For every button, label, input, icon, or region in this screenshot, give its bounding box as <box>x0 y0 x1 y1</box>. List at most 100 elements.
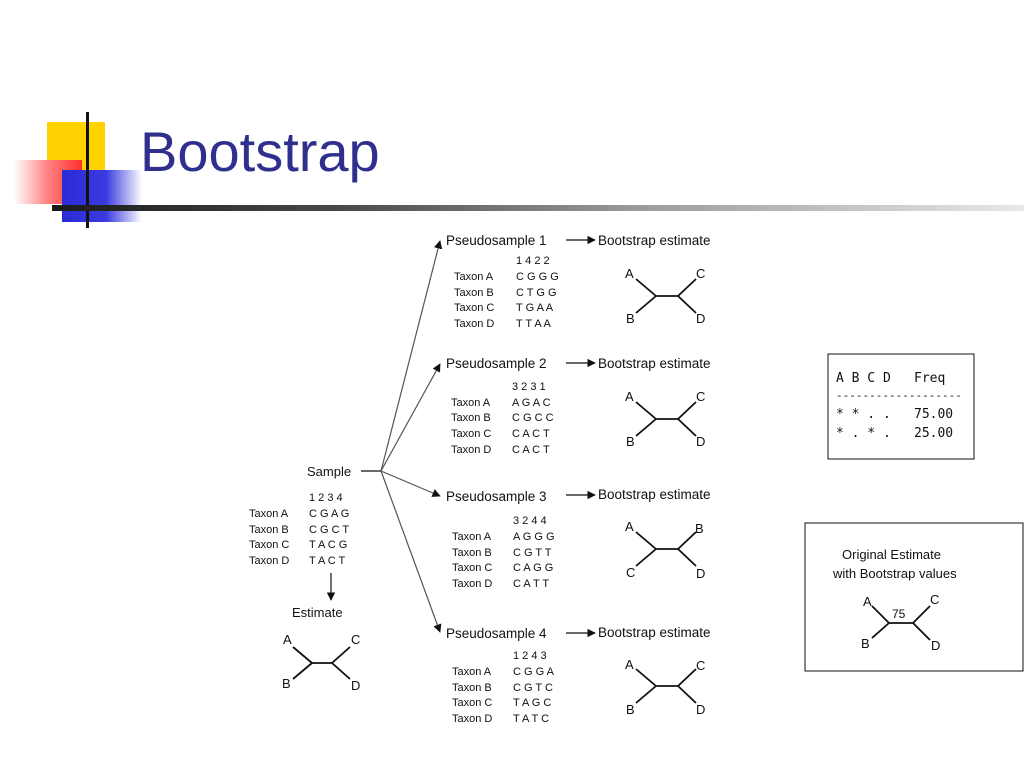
sequence: T G A A <box>516 302 554 314</box>
tree-label-tr: C <box>696 658 705 673</box>
estimate-label: Estimate <box>292 605 343 620</box>
bootstrap-tree <box>635 531 697 567</box>
decor-blue-square <box>62 170 142 222</box>
arrow-to-pseudosample-4 <box>380 470 442 633</box>
sequence: C G C C <box>512 412 554 424</box>
freq-pattern-2: * . * . <box>836 426 891 441</box>
sequence: C G T C <box>513 682 553 694</box>
tree-label-bl: C <box>626 565 635 580</box>
tree-label-tr: B <box>695 521 704 536</box>
sample-tree-label-tl: A <box>283 632 292 647</box>
original-estimate-title: Original Estimate <box>842 547 941 562</box>
bootstrap-estimate-label: Bootstrap estimate <box>598 625 711 640</box>
tree-label-tr: C <box>696 266 705 281</box>
arrow-to-pseudosample-2 <box>380 363 441 472</box>
taxon-label: Taxon B <box>452 547 492 559</box>
sequence: C A T T <box>513 578 549 590</box>
pseudosample-sites: 3 2 3 1 <box>512 381 546 393</box>
sequence: C G G A <box>513 666 555 678</box>
sample-taxon-c: Taxon C <box>249 539 289 551</box>
taxon-label: Taxon B <box>452 682 492 694</box>
taxon-label: Taxon D <box>451 444 491 456</box>
taxon-label: Taxon D <box>454 318 494 330</box>
taxon-label: Taxon C <box>452 562 492 574</box>
bootstrap-estimate-label: Bootstrap estimate <box>598 233 711 248</box>
freq-value-2: 25.00 <box>914 426 953 441</box>
sequence: T A G C <box>513 697 551 709</box>
tree-label-tl: A <box>625 519 634 534</box>
arrow-to-pseudosample-1 <box>380 240 443 472</box>
sequence: C A C T <box>512 444 550 456</box>
sequence: C G G G <box>516 271 559 283</box>
taxon-label: Taxon C <box>454 302 494 314</box>
freq-divider: ------------------- <box>836 389 962 402</box>
title-underline-bar <box>52 205 1024 211</box>
sequence: C T G G <box>516 287 557 299</box>
sample-taxon-a: Taxon A <box>249 508 289 520</box>
sample-seq-b: C G C T <box>309 524 349 536</box>
sample-seq-a: C G A G <box>309 508 349 520</box>
resampling-arrows <box>380 240 443 633</box>
sample-block: Sample 1 2 3 4 Taxon A C G A G Taxon B C… <box>249 464 381 693</box>
taxon-label: Taxon A <box>452 531 492 543</box>
sample-tree-label-br: D <box>351 678 360 693</box>
original-estimate-subtitle: with Bootstrap values <box>832 566 957 581</box>
sequence: A G A C <box>512 397 551 409</box>
bootstrap-support-value: 75 <box>892 607 906 621</box>
taxon-label: Taxon D <box>452 713 492 725</box>
sample-seq-d: T A C T <box>309 555 346 567</box>
taxon-label: Taxon B <box>451 412 491 424</box>
freq-header-freq: Freq <box>914 371 945 386</box>
freq-header-taxa: A B C D <box>836 371 891 386</box>
tree-label-bl: B <box>626 311 635 326</box>
taxon-label: Taxon A <box>452 666 492 678</box>
sample-tree-label-bl: B <box>282 676 291 691</box>
pseudosample-label: Pseudosample 1 <box>446 233 547 248</box>
pseudosample-block: Pseudosample 1 Bootstrap estimate 1 4 2 … <box>446 233 711 330</box>
sequence: C A G G <box>513 562 553 574</box>
original-tree-label-bl: B <box>861 636 870 651</box>
original-estimate-box: Original Estimate with Bootstrap values … <box>804 522 1024 672</box>
pseudosample-label: Pseudosample 2 <box>446 356 547 371</box>
pseudosample-sites: 1 4 2 2 <box>516 255 550 267</box>
tree-label-bl: B <box>626 434 635 449</box>
bootstrap-tree <box>635 668 697 704</box>
tree-label-br: D <box>696 702 705 717</box>
sample-tree-label-tr: C <box>351 632 360 647</box>
tree-label-br: D <box>696 311 705 326</box>
original-tree-label-tl: A <box>863 594 872 609</box>
frequency-table: A B C D Freq ------------------- * * . .… <box>827 353 975 460</box>
pseudosample-label: Pseudosample 3 <box>446 489 547 504</box>
taxon-label: Taxon D <box>452 578 492 590</box>
sequence: C G T T <box>513 547 552 559</box>
sequence: T T A A <box>516 318 552 330</box>
original-tree-label-tr: C <box>930 592 939 607</box>
tree-label-br: D <box>696 566 705 581</box>
slide-title: Bootstrap <box>140 120 380 183</box>
bootstrap-estimate-label: Bootstrap estimate <box>598 487 711 502</box>
pseudosample-sites: 1 2 4 3 <box>513 650 547 662</box>
bootstrap-estimate-label: Bootstrap estimate <box>598 356 711 371</box>
arrow-to-pseudosample-3 <box>380 470 441 497</box>
frequency-table-box <box>827 353 975 460</box>
sequence: T A T C <box>513 713 549 725</box>
pseudosample-block: Pseudosample 4 Bootstrap estimate 1 2 4 … <box>446 625 711 725</box>
sample-sites: 1 2 3 4 <box>309 492 343 504</box>
pseudosample-block: Pseudosample 3 Bootstrap estimate 3 2 4 … <box>446 487 711 590</box>
pseudosample-label: Pseudosample 4 <box>446 626 547 641</box>
sample-label: Sample <box>307 464 351 479</box>
bootstrap-tree <box>635 278 697 314</box>
pseudosample-sites: 3 2 4 4 <box>513 515 547 527</box>
original-tree <box>871 605 931 641</box>
taxon-label: Taxon C <box>452 697 492 709</box>
original-estimate-frame <box>804 522 1024 672</box>
original-tree-label-br: D <box>931 638 940 653</box>
sequence: C A C T <box>512 428 550 440</box>
tree-label-tl: A <box>625 389 634 404</box>
sample-seq-c: T A C G <box>309 539 347 551</box>
taxon-label: Taxon A <box>451 397 491 409</box>
pseudosample-block: Pseudosample 2 Bootstrap estimate 3 2 3 … <box>446 356 711 456</box>
taxon-label: Taxon C <box>451 428 491 440</box>
taxon-label: Taxon A <box>454 271 494 283</box>
